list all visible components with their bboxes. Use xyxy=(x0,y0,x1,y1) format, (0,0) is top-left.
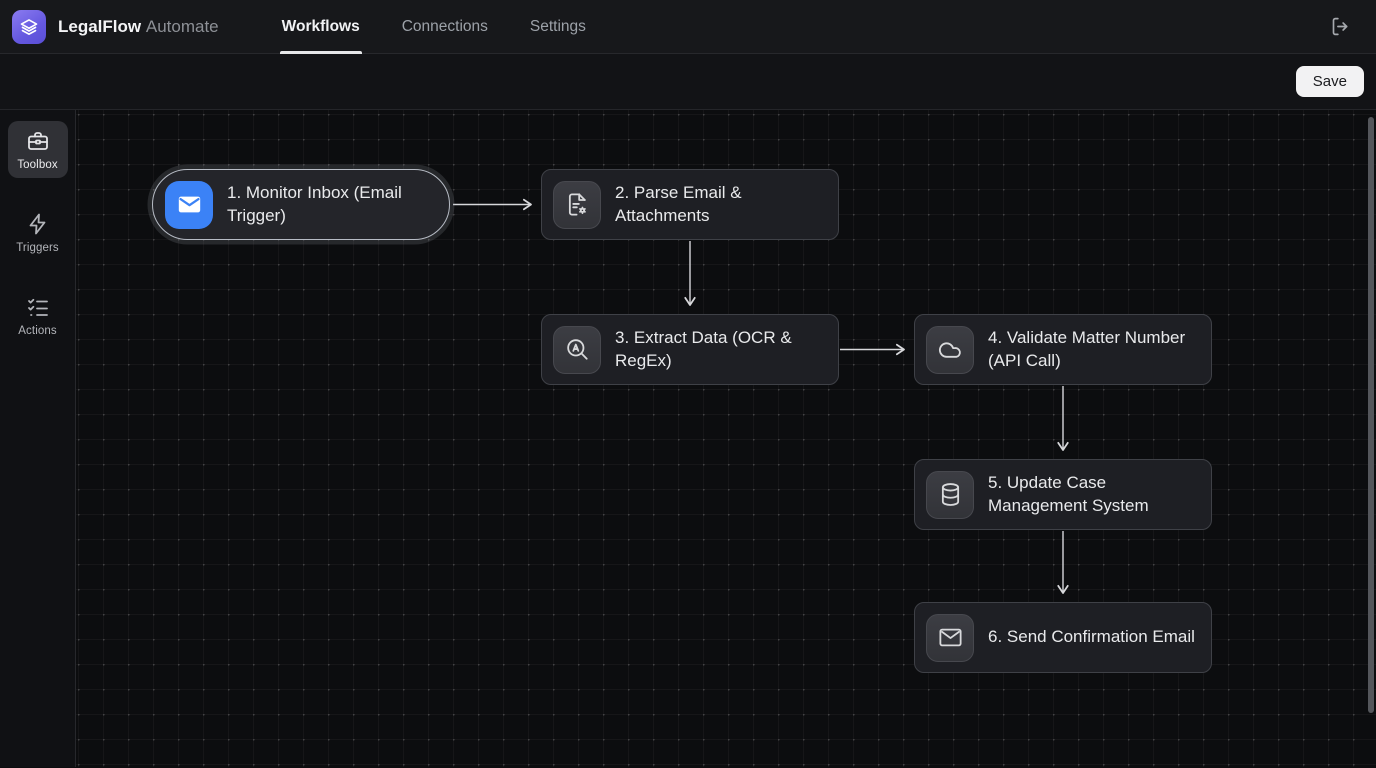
logout-icon xyxy=(1332,17,1347,36)
app-title-secondary: Automate xyxy=(145,16,219,36)
node-icon-tile xyxy=(926,325,974,374)
workflow-node-monitor-inbox[interactable]: 1. Monitor Inbox (Email Trigger) xyxy=(152,169,450,240)
node-label: 1. Monitor Inbox (Email Trigger) xyxy=(227,183,402,225)
workflow-node-parse-email[interactable]: 2. Parse Email & Attachments xyxy=(541,169,839,240)
main-nav: Workflows Connections Settings xyxy=(261,0,607,54)
node-label: 3. Extract Data (OCR & RegEx) xyxy=(615,328,792,370)
sidebar-item-label: Actions xyxy=(18,325,57,337)
list-checks-icon xyxy=(27,298,48,316)
sidebar-item-toolbox[interactable]: Toolbox xyxy=(7,121,68,178)
sidebar-item-label: Triggers xyxy=(16,242,59,254)
node-icon-tile xyxy=(926,470,974,519)
sidebar-item-triggers[interactable]: Triggers xyxy=(8,204,68,261)
node-icon-tile xyxy=(926,613,974,662)
node-label: 6. Send Confirmation Email xyxy=(988,627,1195,647)
workflow-node-update-case[interactable]: 5. Update Case Management System xyxy=(914,459,1212,530)
workflow-node-extract-data[interactable]: 3. Extract Data (OCR & RegEx) xyxy=(541,314,839,385)
database-icon xyxy=(941,483,959,506)
tool-sidebar: Toolbox Triggers Actions xyxy=(0,110,76,767)
zap-icon xyxy=(29,213,45,235)
top-nav: LegalFlow Automate Workflows Connections… xyxy=(0,0,1376,54)
node-label: 5. Update Case Management System xyxy=(988,473,1149,515)
briefcase-icon xyxy=(27,132,48,150)
mail-outline-icon xyxy=(938,628,962,647)
file-gear-icon xyxy=(568,193,586,216)
workflow-node-validate-matter[interactable]: 4. Validate Matter Number (API Call) xyxy=(914,314,1212,385)
tab-workflows[interactable]: Workflows xyxy=(279,0,362,54)
logout-button[interactable] xyxy=(1324,11,1356,43)
mail-icon xyxy=(178,196,200,213)
text-search-icon xyxy=(566,339,588,360)
brand: LegalFlow Automate xyxy=(12,9,219,44)
sidebar-item-actions[interactable]: Actions xyxy=(8,287,68,344)
cloud-icon xyxy=(938,342,961,358)
app-logo xyxy=(12,9,46,44)
sidebar-item-label: Toolbox xyxy=(17,159,58,171)
node-label: 4. Validate Matter Number (API Call) xyxy=(988,328,1186,370)
canvas-scrollbar[interactable] xyxy=(1368,117,1374,713)
layers-icon xyxy=(20,18,38,35)
node-icon-tile xyxy=(553,325,601,374)
workflow-node-send-confirmation[interactable]: 6. Send Confirmation Email xyxy=(914,602,1212,673)
node-label: 2. Parse Email & Attachments xyxy=(615,183,742,225)
workflow-toolbar: Save xyxy=(0,54,1376,110)
node-icon-tile xyxy=(553,180,601,229)
app-title: LegalFlow Automate xyxy=(58,17,219,37)
app-title-primary: LegalFlow xyxy=(58,16,142,36)
workflow-canvas[interactable]: 1. Monitor Inbox (Email Trigger) 2. Pars… xyxy=(76,110,1376,767)
save-button[interactable]: Save xyxy=(1295,66,1364,97)
tab-connections[interactable]: Connections xyxy=(401,17,488,35)
tab-settings[interactable]: Settings xyxy=(529,17,586,35)
node-icon-tile xyxy=(165,180,213,229)
